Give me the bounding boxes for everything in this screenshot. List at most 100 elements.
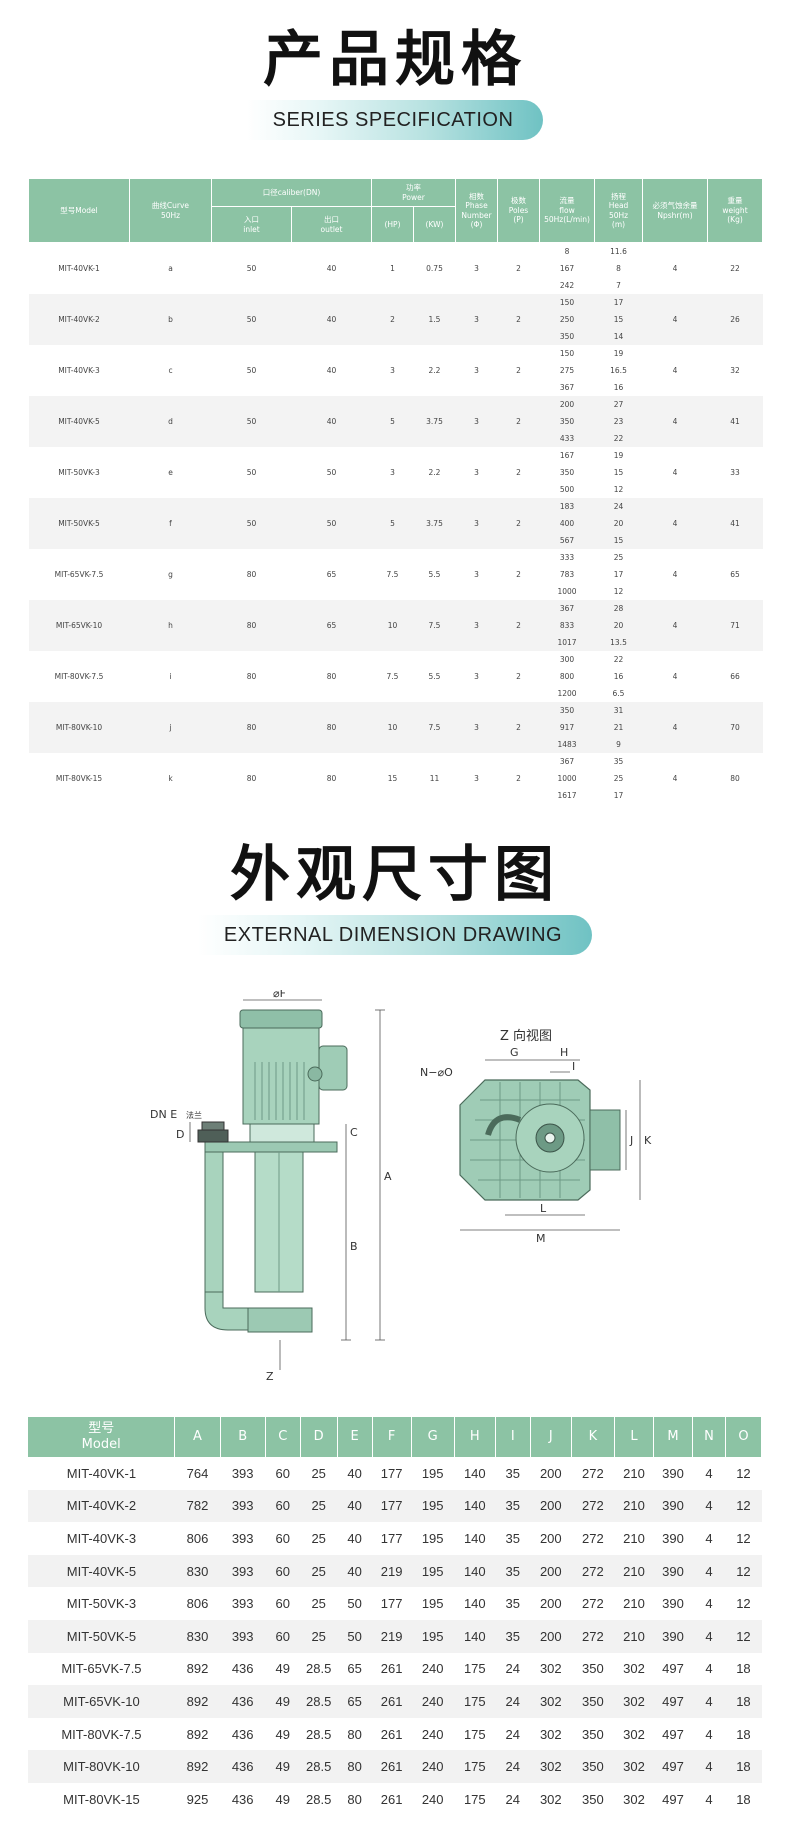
dim-cell-value: 40 [337, 1554, 373, 1588]
dim-cell-value: 60 [265, 1587, 301, 1620]
cell-phase: 3 [455, 294, 498, 345]
spec-title-en: SERIES SPECIFICATION [246, 100, 544, 140]
dim-cell-value: 18 [725, 1782, 762, 1816]
dim-cell-value: 35 [495, 1457, 531, 1490]
dim-cell-value: 177 [372, 1457, 412, 1490]
cell-flow-value: 350 [559, 706, 575, 715]
dim-col-n: N [692, 1417, 726, 1457]
cell-npshr: 4 [642, 600, 708, 651]
dim-cell-model: MIT-40VK-3 [28, 1522, 175, 1555]
dim-title-en: EXTERNAL DIMENSION DRAWING [197, 915, 593, 955]
dim-cell-value: 18 [725, 1685, 762, 1718]
dim-cell-value: 302 [530, 1782, 572, 1816]
cell-model: MIT-40VK-5 [28, 396, 130, 447]
dim-cell-value: 4 [692, 1750, 726, 1783]
cell-head-value: 16.5 [610, 366, 627, 375]
dim-cell-value: 200 [530, 1457, 572, 1490]
cell-outlet: 40 [291, 345, 372, 396]
dim-cell-value: 210 [614, 1619, 654, 1653]
cell-outlet: 65 [291, 549, 372, 600]
cell-hp: 2 [371, 294, 414, 345]
cell-model: MIT-50VK-3 [28, 447, 130, 498]
label-i: I [572, 1060, 575, 1073]
dim-cell-value: 49 [265, 1685, 301, 1718]
cell-head-value: 14 [613, 332, 624, 341]
cell-flow-value: 783 [559, 570, 575, 579]
dim-cell-value: 302 [614, 1782, 654, 1816]
cell-head-value: 20 [613, 519, 624, 528]
dim-col-a: A [174, 1417, 221, 1457]
cell-weight: 41 [707, 396, 763, 447]
dim-cell-value: 12 [725, 1554, 762, 1588]
cell-flow: 333 783 1000 [539, 549, 595, 600]
dim-cell-value: 302 [530, 1685, 572, 1718]
cell-poles: 2 [497, 702, 540, 753]
dim-cell-value: 272 [571, 1522, 615, 1555]
cell-npshr: 4 [642, 753, 708, 804]
col-kw: (KW) [413, 206, 456, 243]
dim-cell-value: 272 [571, 1489, 615, 1523]
dim-cell-value: 436 [220, 1750, 266, 1783]
dim-cell-value: 35 [495, 1554, 531, 1588]
cell-phase: 3 [455, 702, 498, 753]
dim-cell-value: 4 [692, 1652, 726, 1686]
cell-head-value: 22 [613, 655, 624, 664]
dim-cell-value: 302 [530, 1652, 572, 1686]
label-z: Z [266, 1370, 274, 1383]
dim-col-g: G [411, 1417, 455, 1457]
cell-head-value: 17 [613, 791, 624, 800]
spec-heading: 产品规格 SERIES SPECIFICATION [0, 30, 790, 140]
cell-head-value: 15 [613, 315, 624, 324]
cell-curve: j [129, 702, 212, 753]
dim-cell-model: MIT-80VK-15 [28, 1782, 175, 1816]
dim-cell-value: 175 [454, 1652, 496, 1686]
cell-flow-value: 333 [559, 553, 575, 562]
cell-flow-value: 1000 [557, 587, 577, 596]
cell-flow-value: 500 [559, 485, 575, 494]
cell-poles: 2 [497, 600, 540, 651]
cell-outlet: 50 [291, 447, 372, 498]
dim-cell-value: 272 [571, 1587, 615, 1620]
dim-cell-model: MIT-50VK-5 [28, 1619, 175, 1653]
dim-cell-value: 40 [337, 1522, 373, 1555]
dim-cell-value: 393 [220, 1522, 266, 1555]
dim-cell-value: 49 [265, 1717, 301, 1751]
cell-npshr: 4 [642, 549, 708, 600]
dim-heading: 外观尺寸图 EXTERNAL DIMENSION DRAWING [0, 845, 790, 955]
cell-weight: 32 [707, 345, 763, 396]
dim-cell-value: 18 [725, 1652, 762, 1686]
dim-cell-value: 177 [372, 1489, 412, 1523]
cell-kw: 2.2 [413, 447, 456, 498]
dim-cell-value: 28.5 [300, 1685, 338, 1718]
dim-cell-value: 240 [411, 1685, 455, 1718]
cell-outlet: 80 [291, 753, 372, 804]
dim-cell-value: 175 [454, 1717, 496, 1751]
dim-cell-value: 497 [653, 1717, 693, 1751]
cell-flow-value: 367 [559, 383, 575, 392]
cell-inlet: 50 [211, 447, 292, 498]
dim-cell-model: MIT-65VK-7.5 [28, 1652, 175, 1686]
cell-phase: 3 [455, 498, 498, 549]
dim-cell-value: 350 [571, 1750, 615, 1783]
dim-cell-value: 261 [372, 1717, 412, 1751]
dim-cell-value: 497 [653, 1652, 693, 1686]
cell-head-value: 17 [613, 570, 624, 579]
dim-cell-value: 393 [220, 1554, 266, 1588]
cell-phase: 3 [455, 753, 498, 804]
cell-curve: a [129, 242, 212, 294]
label-m: M [536, 1232, 546, 1245]
cell-hp: 10 [371, 600, 414, 651]
dim-col-k: K [571, 1417, 615, 1457]
